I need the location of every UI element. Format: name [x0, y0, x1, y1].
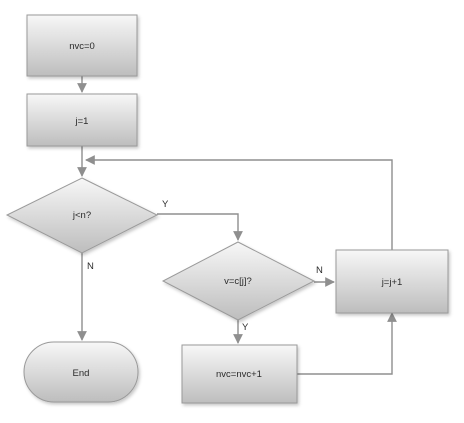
process-nvc-increment: nvc=nvc+1 — [181, 344, 298, 404]
edge-label-match-yes: Y — [242, 322, 249, 333]
process-j-increment-label: j=j+1 — [381, 277, 403, 288]
process-nvc-init-label: nvc=0 — [69, 41, 95, 52]
process-j-init-label: j=1 — [75, 116, 89, 127]
process-j-increment: j=j+1 — [335, 249, 449, 314]
decision-match-test-label: v=c[j]? — [224, 276, 252, 287]
process-nvc-init: nvc=0 — [26, 14, 138, 77]
process-j-init: j=1 — [26, 93, 138, 147]
decision-match-test: v=c[j]? — [161, 241, 316, 321]
edge-loop-back-to-loop-test — [85, 155, 393, 250]
decision-loop-test: j<n? — [5, 177, 159, 254]
decision-loop-test-label: j<n? — [72, 210, 91, 221]
edge-label-loop-no: N — [87, 261, 94, 272]
edge-loop-yes-to-match-test — [157, 213, 243, 241]
edge-nvc-increment-to-j-increment — [297, 312, 397, 375]
edge-label-loop-yes: Y — [162, 199, 169, 210]
edges — [77, 76, 397, 375]
terminal-end-label: End — [73, 368, 90, 379]
edge-label-match-no: N — [316, 265, 323, 276]
process-nvc-increment-label: nvc=nvc+1 — [216, 369, 262, 380]
terminal-end: End — [23, 341, 139, 403]
